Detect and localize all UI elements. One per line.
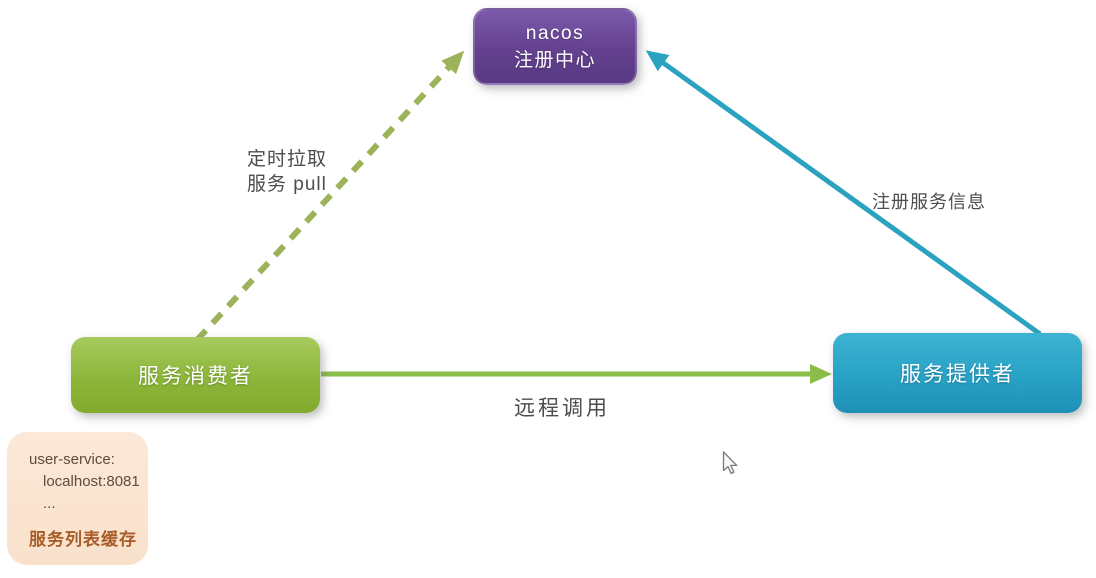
cache-box-title: 服务列表缓存 [29, 530, 137, 549]
consumer-node-label: 服务消费者 [138, 365, 253, 388]
pull-arrow [194, 50, 465, 343]
cache-entry-ellipsis: ... [43, 495, 56, 512]
cache-entry-service: user-service: [29, 451, 115, 468]
mouse-cursor-icon [722, 451, 738, 475]
nacos-node-label-line2: 注册中心 [513, 49, 596, 71]
nacos-node: nacos 注册中心 [473, 8, 637, 85]
register-arrow-label: 注册服务信息 [872, 192, 986, 212]
consumer-node: 服务消费者 [71, 337, 320, 413]
provider-node: 服务提供者 [833, 333, 1082, 413]
pull-arrow-label: 定时拉取 服务 pull [247, 147, 327, 197]
invoke-arrow-label: 远程调用 [514, 397, 610, 420]
pull-arrow-label-line1: 定时拉取 [247, 149, 328, 170]
pull-arrow-label-line2: 服务 pull [247, 174, 327, 195]
service-cache-box: user-service: localhost:8081 ... 服务列表缓存 [7, 432, 148, 565]
cache-entry-address: localhost:8081 [43, 473, 140, 490]
nacos-node-label-line1: nacos [525, 22, 585, 44]
provider-node-label: 服务提供者 [900, 363, 1015, 386]
register-arrow [645, 50, 1042, 337]
